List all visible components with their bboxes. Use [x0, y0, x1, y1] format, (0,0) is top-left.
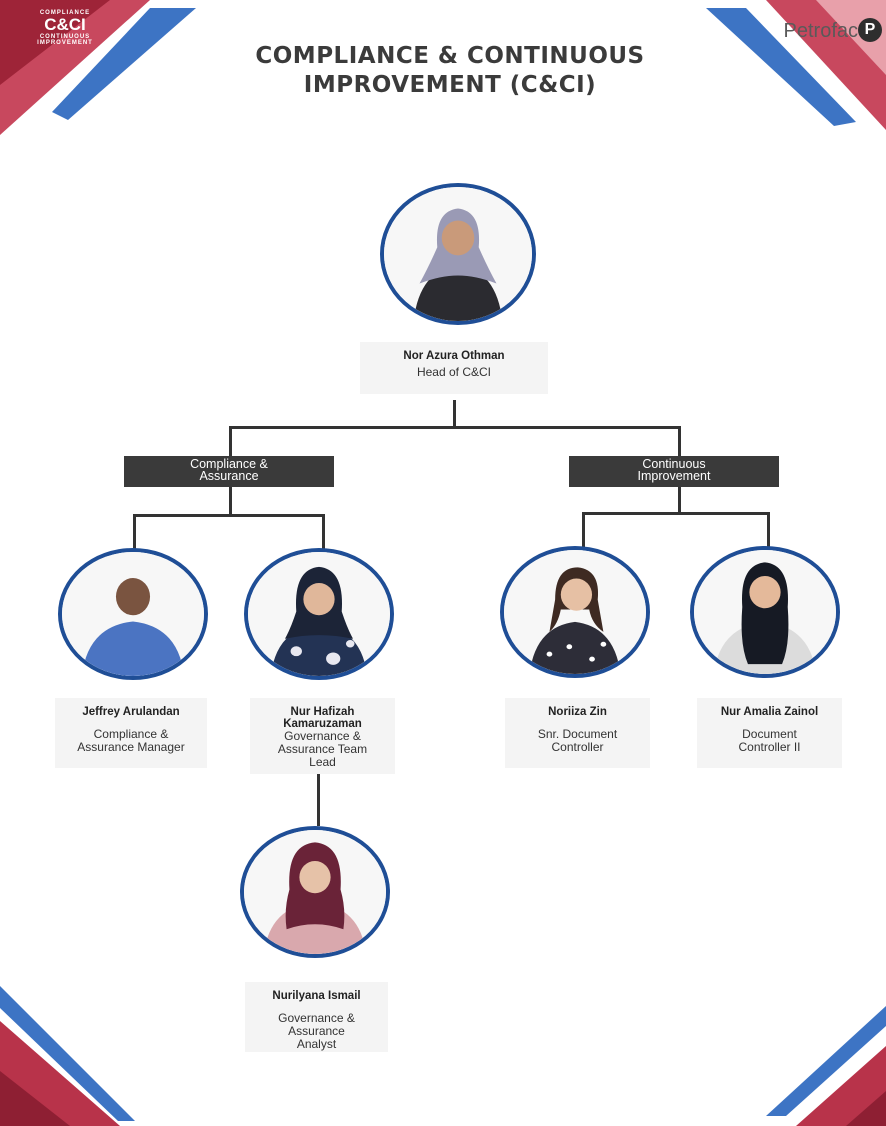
noriiza-role-line-2: Controller: [551, 740, 604, 754]
noriiza-role-line-1: Snr. Document: [537, 727, 618, 741]
amalia-namecard: Nur Amalia Zainol Document Controller II: [697, 698, 842, 768]
logo-line-1: COMPLIANCE: [39, 10, 91, 16]
connector-hafizah-down: [322, 514, 325, 550]
petrofac-logo-icon: P: [858, 18, 882, 42]
group-compliance-line-2: Assurance: [199, 469, 259, 483]
amalia-name: Nur Amalia Zainol: [720, 706, 819, 718]
hafizah-name-line-1: Nur Hafizah: [290, 706, 355, 718]
photo-noriiza: [500, 546, 650, 678]
connector-left-group-down: [229, 486, 232, 516]
nurilyana-role-line-3: Analyst: [296, 1037, 337, 1051]
photo-hafizah: [244, 548, 394, 680]
cci-logo: COMPLIANCE C&CI CONTINUOUS IMPROVEMENT: [20, 10, 110, 70]
corner-decoration-bottom-right: [766, 1006, 886, 1126]
amalia-role-line-1: Document: [742, 727, 797, 741]
head-name: Nor Azura Othman: [403, 350, 505, 362]
corner-decoration-top-left: [0, 0, 196, 135]
group-compliance-assurance: Compliance & Assurance: [124, 456, 334, 487]
connector-left-horizontal: [133, 514, 325, 517]
petrofac-brand-name: Petrofac: [783, 20, 858, 42]
connector-left-down: [229, 426, 232, 458]
connector-head-down: [453, 400, 456, 428]
photo-head: [380, 183, 536, 325]
amalia-role-line-2: Controller II: [738, 740, 801, 754]
hafizah-role-line-1: Governance &: [284, 729, 361, 743]
group-improvement-line-1: Continuous: [642, 457, 706, 471]
nurilyana-role-line-1: Governance &: [278, 1011, 355, 1025]
noriiza-namecard: Noriiza Zin Snr. Document Controller: [505, 698, 650, 768]
connector-top-horizontal: [229, 426, 681, 429]
jeffrey-namecard: Jeffrey Arulandan Compliance & Assurance…: [55, 698, 207, 768]
hafizah-name-line-2: Kamaruzaman: [283, 718, 362, 730]
nurilyana-namecard: Nurilyana Ismail Governance & Assurance …: [245, 982, 388, 1052]
head-role: Head of C&CI: [416, 365, 492, 379]
photo-nurilyana: [240, 826, 390, 958]
photo-jeffrey: [58, 548, 208, 680]
connector-jeffrey-down: [133, 514, 136, 550]
head-namecard: Nor Azura Othman Head of C&CI: [360, 342, 548, 394]
nurilyana-role-line-2: Assurance: [288, 1024, 345, 1038]
connector-right-down: [678, 426, 681, 458]
nurilyana-name: Nurilyana Ismail: [272, 990, 361, 1002]
hafizah-role-line-2: Assurance Team: [277, 742, 368, 756]
jeffrey-role-line-1: Compliance &: [93, 727, 169, 741]
jeffrey-role-line-2: Assurance Manager: [77, 740, 185, 754]
photo-amalia: [690, 546, 840, 678]
group-improvement-line-2: Improvement: [637, 469, 711, 483]
logo-main: C&CI: [44, 15, 86, 34]
corner-decoration-bottom-left: [0, 986, 135, 1126]
logo-line-3: IMPROVEMENT: [37, 40, 93, 46]
connector-right-group-down: [678, 486, 681, 514]
title-line-1: COMPLIANCE & CONTINUOUS: [255, 43, 645, 69]
connector-noriiza-down: [582, 512, 585, 548]
corner-decoration-top-right: [706, 0, 886, 130]
group-compliance-line-1: Compliance &: [190, 457, 268, 471]
hafizah-namecard: Nur Hafizah Kamaruzaman Governance & Ass…: [250, 698, 395, 774]
connector-amalia-down: [767, 512, 770, 548]
group-continuous-improvement: Continuous Improvement: [569, 456, 779, 487]
title-line-2: IMPROVEMENT (C&CI): [303, 72, 597, 98]
page-title: COMPLIANCE & CONTINUOUS IMPROVEMENT (C&C…: [190, 42, 710, 100]
hafizah-role-line-3: Lead: [309, 755, 336, 769]
noriiza-name: Noriiza Zin: [548, 706, 607, 718]
connector-right-horizontal: [582, 512, 770, 515]
jeffrey-name: Jeffrey Arulandan: [82, 706, 180, 718]
logo-line-2: CONTINUOUS: [39, 34, 91, 40]
connector-hafizah-to-nurilyana: [317, 772, 320, 826]
